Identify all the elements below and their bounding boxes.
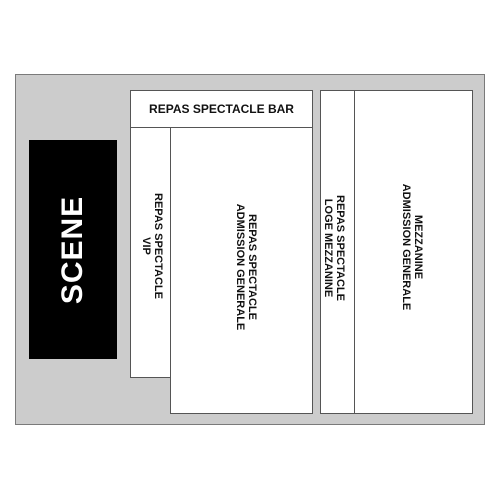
zone-mezzanine[interactable]: MEZZANINE ADMISSION GENERALE	[354, 90, 473, 414]
zone-admission-label: REPAS SPECTACLE ADMISSION GENERALE	[232, 202, 258, 332]
zone-vip-label-line1: REPAS SPECTACLE	[152, 193, 164, 299]
zone-vip-label-line2: VIP	[140, 237, 152, 255]
zone-loge-mezzanine[interactable]: REPAS SPECTACLE LOGE MEZZANINE	[320, 90, 355, 414]
zone-admission-label-line1: REPAS SPECTACLE	[246, 214, 258, 320]
zone-admission-generale[interactable]: REPAS SPECTACLE ADMISSION GENERALE	[170, 127, 313, 414]
zone-bar-label: REPAS SPECTACLE BAR	[149, 102, 294, 116]
stage: SCENE	[29, 140, 117, 359]
zone-mezzanine-label: MEZZANINE ADMISSION GENERALE	[398, 182, 424, 312]
zone-loge-label-line2: LOGE MEZZANINE	[322, 198, 334, 298]
zone-admission-label-line2: ADMISSION GENERALE	[234, 203, 246, 331]
zone-vip[interactable]: REPAS SPECTACLE VIP	[130, 127, 171, 378]
zone-mezzanine-label-line2: ADMISSION GENERALE	[400, 183, 412, 311]
zone-mezzanine-label-line1: MEZZANINE	[412, 214, 424, 280]
zone-bar[interactable]: REPAS SPECTACLE BAR	[130, 90, 313, 128]
zone-loge-label: REPAS SPECTACLE LOGE MEZZANINE	[320, 188, 346, 308]
stage-label: SCENE	[56, 195, 90, 304]
zone-loge-label-line1: REPAS SPECTACLE	[334, 195, 346, 301]
zone-vip-label: REPAS SPECTACLE VIP	[138, 186, 164, 306]
